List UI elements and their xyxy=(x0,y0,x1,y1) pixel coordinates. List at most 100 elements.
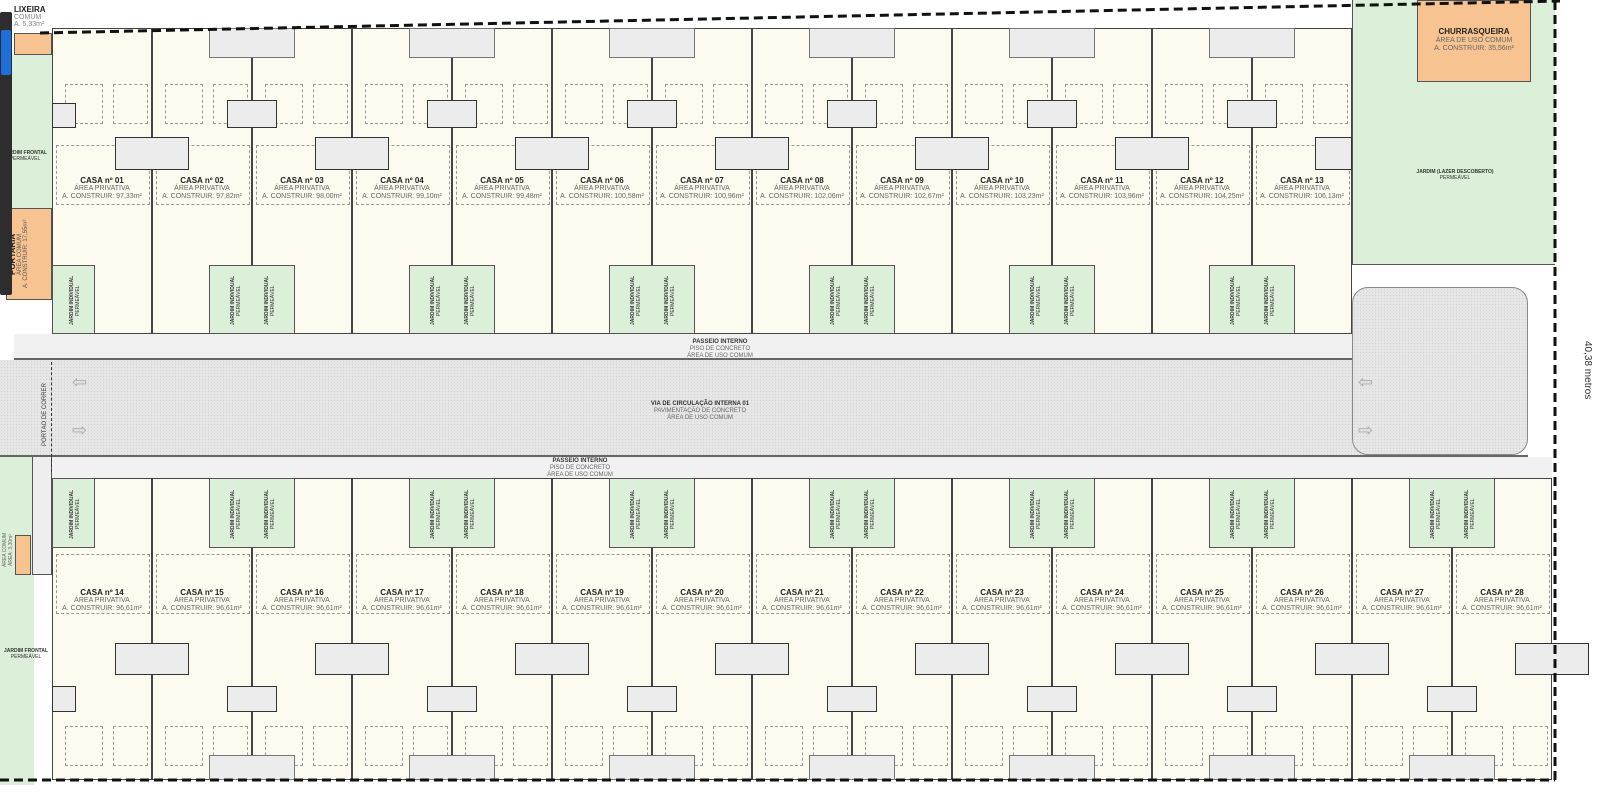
room-outline xyxy=(313,726,348,766)
garage-roof xyxy=(1315,643,1389,675)
garage-roof xyxy=(915,137,989,170)
house-name: CASA nº 24 xyxy=(1080,588,1124,597)
house-area: A. CONSTRUIR: 103,23m² xyxy=(960,193,1044,200)
house-subtitle: ÁREA PRIVATIVA xyxy=(774,597,830,604)
roof-block xyxy=(409,28,495,58)
service-block xyxy=(52,686,76,712)
room-outline xyxy=(656,145,750,205)
garage-roof xyxy=(515,137,589,170)
house-name: CASA nº 25 xyxy=(1180,588,1224,597)
lixeira xyxy=(14,33,52,55)
churrasqueira xyxy=(1417,0,1531,82)
house-name: CASA nº 23 xyxy=(980,588,1024,597)
house-subtitle: ÁREA PRIVATIVA xyxy=(1174,185,1230,192)
jardim-frontal-bottom xyxy=(0,455,34,785)
house-area: A. CONSTRUIR: 100,96m² xyxy=(660,193,744,200)
passeio-bottom xyxy=(52,457,1552,478)
house-area: A. CONSTRUIR: 98,00m² xyxy=(262,193,342,200)
roof-block xyxy=(409,755,495,780)
roof-block xyxy=(809,755,895,780)
service-block xyxy=(1227,100,1277,128)
house-area: A. CONSTRUIR: 96,61m² xyxy=(862,605,942,612)
house-area: A. CONSTRUIR: 103,96m² xyxy=(1060,193,1144,200)
house-name: CASA nº 02 xyxy=(180,176,224,185)
room-outline xyxy=(56,145,150,205)
room-outline xyxy=(856,145,950,205)
garage-roof xyxy=(315,643,389,675)
house-subtitle: ÁREA PRIVATIVA xyxy=(1274,185,1330,192)
garage-roof xyxy=(915,643,989,675)
house-area: A. CONSTRUIR: 102,06m² xyxy=(760,193,844,200)
road-edge xyxy=(0,455,1528,457)
roof-block xyxy=(1209,28,1295,58)
room-outline xyxy=(156,145,250,205)
room-outline xyxy=(1513,726,1548,766)
house-area: A. CONSTRUIR: 96,61m² xyxy=(62,605,142,612)
room-outline xyxy=(913,726,948,766)
tool-palette[interactable] xyxy=(0,12,12,295)
via-circulacao xyxy=(0,360,1450,455)
house-name: CASA nº 08 xyxy=(780,176,824,185)
room-outline xyxy=(1113,726,1148,766)
room-outline xyxy=(456,554,550,614)
house-subtitle: ÁREA PRIVATIVA xyxy=(574,597,630,604)
house-area: A. CONSTRUIR: 97,33m² xyxy=(62,193,142,200)
house-subtitle: ÁREA PRIVATIVA xyxy=(1474,597,1530,604)
room-outline xyxy=(513,726,548,766)
service-block xyxy=(427,686,477,712)
room-outline xyxy=(556,145,650,205)
service-block xyxy=(227,686,277,712)
service-block xyxy=(627,686,677,712)
roof-block xyxy=(1209,755,1295,780)
room-outline xyxy=(765,84,803,124)
house-name: CASA nº 05 xyxy=(480,176,524,185)
room-outline xyxy=(913,84,948,124)
house-name: CASA nº 09 xyxy=(880,176,924,185)
room-outline xyxy=(965,726,1003,766)
room-outline xyxy=(1256,145,1350,205)
house-name: CASA nº 26 xyxy=(1280,588,1324,597)
tool-palette-active-button[interactable] xyxy=(1,30,11,75)
jardim-lazer-label: JARDIM (LAZER DESCOBERTO)PERMEÁVEL xyxy=(1416,169,1494,181)
garage-roof xyxy=(315,137,389,170)
room-outline xyxy=(313,84,348,124)
house-subtitle: ÁREA PRIVATIVA xyxy=(74,597,130,604)
arrow-left-icon: ⇦ xyxy=(72,372,88,392)
room-outline xyxy=(565,726,603,766)
dimension-label: 40,38 metros xyxy=(1582,340,1593,400)
house-subtitle: ÁREA PRIVATIVA xyxy=(674,185,730,192)
house-area: A. CONSTRUIR: 96,61m² xyxy=(1262,605,1342,612)
garage-roof xyxy=(115,643,189,675)
service-block xyxy=(827,100,877,128)
house-area: A. CONSTRUIR: 96,61m² xyxy=(262,605,342,612)
roof-block xyxy=(1009,755,1095,780)
garage-roof xyxy=(515,643,589,675)
house-subtitle: ÁREA PRIVATIVA xyxy=(774,185,830,192)
house-subtitle: ÁREA PRIVATIVA xyxy=(274,185,330,192)
room-outline xyxy=(1356,554,1450,614)
